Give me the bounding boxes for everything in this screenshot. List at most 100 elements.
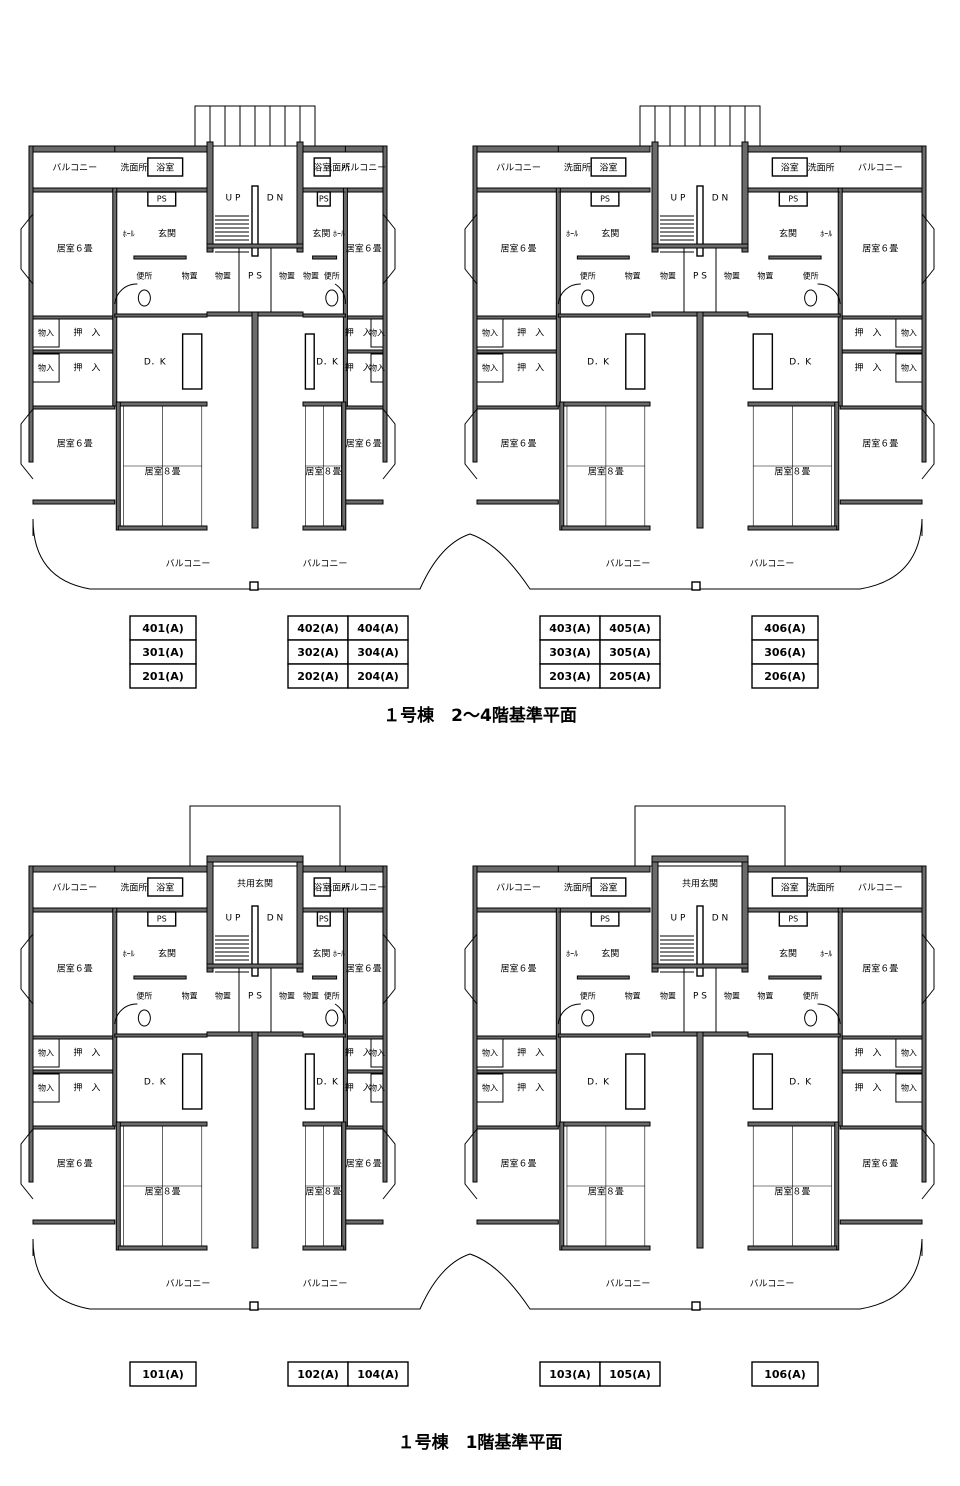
- entrance-label: 玄関: [779, 948, 797, 960]
- dk-label: D．K: [144, 1078, 167, 1088]
- toilet-label: 便所: [803, 991, 819, 1001]
- bay-window: [20, 1128, 34, 1200]
- balcony-label: バルコニー: [750, 1279, 795, 1290]
- storage-label: 物置: [303, 271, 319, 281]
- wall: [344, 499, 384, 505]
- wall: [251, 311, 259, 529]
- wall: [302, 1121, 345, 1127]
- stair-down-label: D N: [267, 914, 284, 924]
- unit-cell: [539, 663, 601, 689]
- mono-ire-closet: [476, 1073, 504, 1103]
- wall: [302, 1033, 346, 1038]
- unit-number: 202(A): [297, 670, 339, 683]
- unit-cell: [751, 663, 819, 689]
- mono-ire-closet: [32, 1073, 60, 1103]
- hall-label: ﾎｰﾙ: [123, 230, 135, 239]
- storage-label: 物置: [757, 991, 773, 1001]
- unit-cell: [751, 1361, 819, 1387]
- balcony-drain: [691, 1301, 701, 1311]
- stair-down-label: D N: [712, 914, 729, 924]
- hall-label: ﾎｰﾙ: [820, 950, 832, 959]
- entrance-canopy: [189, 805, 341, 867]
- room-6-jou-label: 居室６畳: [346, 1158, 382, 1170]
- wall: [651, 855, 749, 863]
- oshiire-label: 押 入: [345, 362, 372, 374]
- toilet-label: 便所: [580, 991, 596, 1001]
- wall: [117, 525, 208, 531]
- stair-up-label: U P: [226, 194, 241, 204]
- wall: [344, 349, 384, 354]
- unit-number: 203(A): [549, 670, 591, 683]
- wall: [206, 243, 304, 249]
- ps-label: PS: [319, 195, 329, 204]
- kitchen-counter: [625, 1053, 646, 1110]
- toilet-label: 便所: [324, 271, 340, 281]
- wall: [117, 401, 208, 407]
- bay-window: [382, 1128, 396, 1200]
- bay-window: [464, 933, 478, 1005]
- balcony-label: バルコニー: [606, 1279, 651, 1290]
- bath-label: 浴室: [781, 162, 799, 174]
- room-6-jou-label: 居室６畳: [501, 438, 537, 450]
- wall: [133, 255, 187, 260]
- storage-label: 物置: [625, 271, 641, 281]
- unit-cell: [347, 615, 409, 641]
- dk-label: D．K: [316, 358, 339, 368]
- bath-label: 浴室: [599, 162, 617, 174]
- hall-label: ﾎｰﾙ: [566, 230, 578, 239]
- wall: [302, 145, 346, 153]
- oshiire-label: 押 入: [855, 362, 882, 374]
- storage-label: 物置: [182, 991, 198, 1001]
- oshiire-label: 押 入: [73, 1082, 100, 1094]
- unit-number: 104(A): [357, 1368, 399, 1381]
- room-6-jou-label: 居室６畳: [862, 438, 898, 450]
- room-6-jou-label: 居室６畳: [501, 243, 537, 255]
- storage-label: 物置: [182, 271, 198, 281]
- wall: [28, 145, 34, 463]
- bathtub: [313, 877, 331, 897]
- oshiire-label: 押 入: [855, 1047, 882, 1059]
- room-8-jou-label: 居室８畳: [305, 1186, 341, 1198]
- unit-number: 402(A): [297, 622, 339, 635]
- storage-label: 物置: [757, 271, 773, 281]
- wall: [747, 313, 841, 318]
- dk-label: D．K: [587, 1078, 610, 1088]
- unit-number: 204(A): [357, 670, 399, 683]
- mono-ire-closet: [370, 353, 384, 383]
- stair-up-label: U P: [671, 914, 686, 924]
- stair-rail: [251, 185, 259, 257]
- stair-rail: [696, 185, 704, 257]
- wall: [557, 145, 651, 153]
- wall: [747, 865, 841, 873]
- wall: [296, 861, 304, 973]
- wall: [747, 145, 841, 153]
- wall: [476, 907, 651, 913]
- balcony-railing: [32, 518, 923, 590]
- mono-ire-closet: [32, 353, 60, 383]
- oshiire-label: 押 入: [855, 327, 882, 339]
- wall: [651, 861, 659, 973]
- pipe-shaft: [590, 911, 620, 927]
- wall: [302, 401, 345, 407]
- toilet-label: 便所: [803, 271, 819, 281]
- wall: [206, 855, 304, 863]
- mono-ire-label: 物入: [482, 1083, 498, 1093]
- kitchen-counter: [181, 1053, 203, 1110]
- storage-label: 物置: [303, 991, 319, 1001]
- mono-ire-label: 物入: [482, 328, 498, 338]
- wall: [302, 1245, 345, 1251]
- storage-core-label: 物置: [215, 271, 231, 281]
- wall: [251, 1031, 259, 1249]
- unit-number: 102(A): [297, 1368, 339, 1381]
- mono-ire-label: 物入: [369, 363, 385, 373]
- unit-cell: [347, 1361, 409, 1387]
- unit-number: 305(A): [609, 646, 651, 659]
- bay-window: [382, 213, 396, 285]
- wall: [382, 145, 388, 463]
- balcony-label: バルコニー: [303, 559, 348, 570]
- unit-number: 403(A): [549, 622, 591, 635]
- wall: [302, 313, 346, 318]
- bath-label: 浴室: [156, 162, 174, 174]
- unit-number: 304(A): [357, 646, 399, 659]
